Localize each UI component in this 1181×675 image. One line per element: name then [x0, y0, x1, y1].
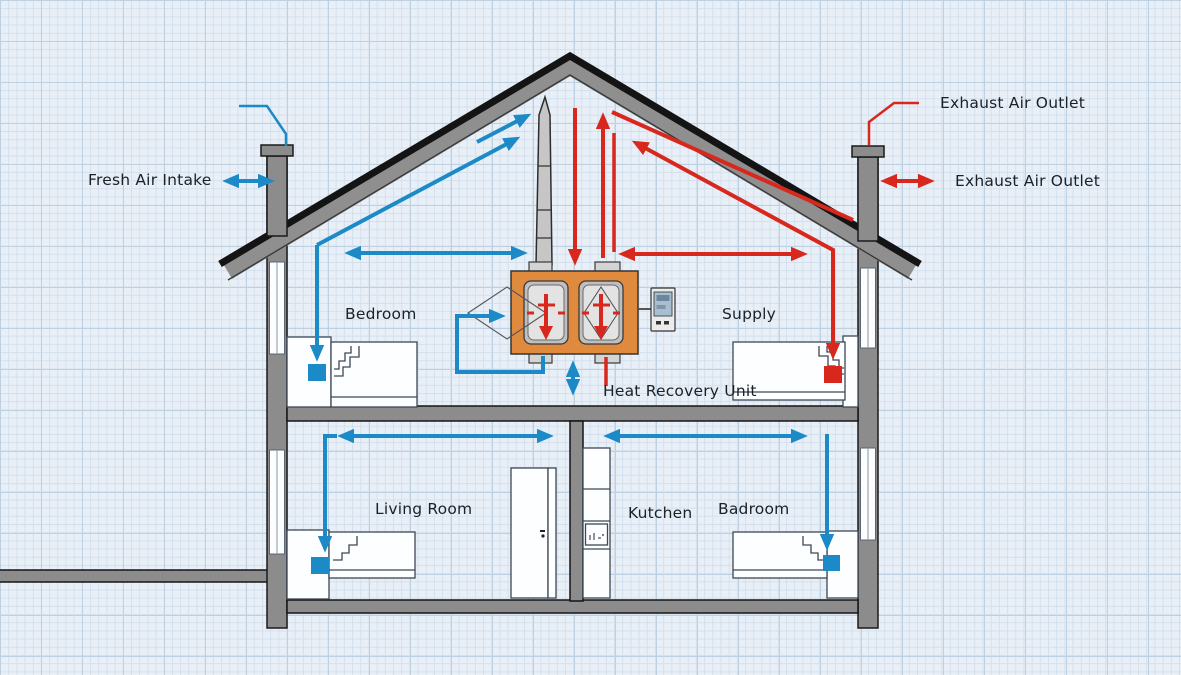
- vents: [308, 364, 842, 574]
- label-fresh-air-intake: Fresh Air Intake: [88, 171, 212, 189]
- bed-badroom: [732, 530, 859, 599]
- bed-bedroom: [286, 336, 418, 408]
- label-exhaust-air-outlet-side: Exhaust Air Outlet: [955, 172, 1101, 190]
- windows: [269, 261, 876, 555]
- vent-bedroom: [308, 364, 326, 381]
- supply-air-arrows: [222, 104, 835, 553]
- vent-living-room: [311, 557, 329, 574]
- interior-wall: [569, 420, 584, 602]
- exhaust-air-arrows: [567, 101, 935, 386]
- label-badroom: Badroom: [718, 500, 790, 518]
- appliance-icon: [584, 523, 609, 546]
- exhaust-duct: [535, 94, 553, 266]
- floor-slabs: [286, 405, 859, 614]
- kitchen-cabinet: [582, 447, 611, 599]
- label-supply: Supply: [722, 305, 777, 323]
- supply-room-red-drop: [631, 140, 841, 360]
- exhaust-leader-line: [867, 101, 919, 145]
- heat-recovery-unit: [467, 261, 639, 364]
- upper-floor-slab: [286, 405, 859, 422]
- ground-ledge: [0, 569, 269, 583]
- unit-recirculation-loop: [455, 308, 545, 374]
- label-bedroom: Bedroom: [345, 305, 417, 323]
- label-exhaust-air-outlet-top: Exhaust Air Outlet: [940, 94, 1086, 112]
- right-chimney-cap: [851, 145, 885, 158]
- heat-exchanger-cell-left: [467, 280, 569, 345]
- vent-supply-room: [824, 366, 842, 383]
- label-heat-recovery-unit: Heat Recovery Unit: [603, 382, 757, 400]
- label-kitchen: Kutchen: [628, 504, 693, 522]
- vent-badroom: [823, 555, 840, 571]
- ground-floor-slab: [286, 599, 859, 614]
- roof: [218, 51, 922, 281]
- roof-ridge: [218, 51, 922, 268]
- door: [510, 467, 557, 599]
- bed-living-room: [286, 529, 416, 600]
- fresh-air-leader-line: [239, 104, 288, 146]
- exhaust-to-chimney: [611, 110, 854, 222]
- thermostat: [638, 287, 676, 332]
- right-chimney: [857, 156, 879, 242]
- label-living-room: Living Room: [375, 500, 473, 518]
- left-chimney-cap: [260, 144, 294, 157]
- left-chimney: [266, 155, 288, 237]
- heat-exchanger-cell-right: [578, 280, 624, 345]
- living-room-supply-drop: [317, 434, 337, 553]
